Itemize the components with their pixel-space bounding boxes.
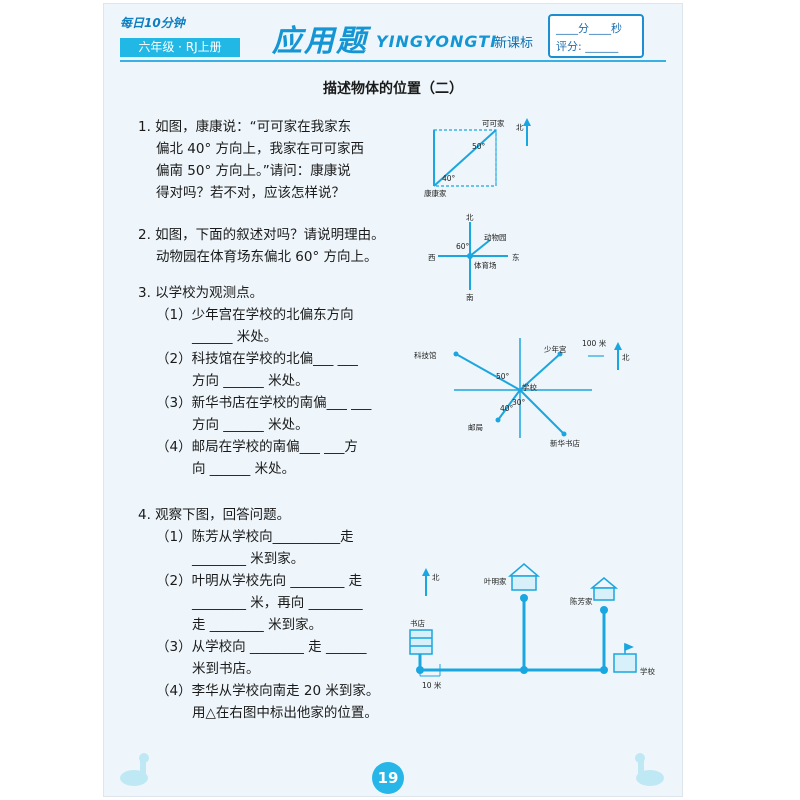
angle-label: 60° [456,242,470,251]
south-label: 南 [466,293,474,302]
q3-line: 3. 以学校为观测点。 [138,285,264,301]
north-label: 北 [432,573,440,582]
angle-30-label: 30° [512,398,526,407]
zoo-label: 动物园 [484,233,507,242]
q3-line: （4）邮局在学校的南偏___ ___方 [156,439,358,455]
bookstore-icon [409,629,433,655]
question-2: 2. 如图，下面的叙述对吗？请说明理由。 动物园在体育场东偏北 60° 方向上。 [138,224,385,268]
scale-label: 100 米 [582,339,607,348]
q1-line: 偏北 40° 方向上，我家在可可家西 [156,141,365,157]
page-number: 19 [372,762,404,794]
kangkangjia-label: 康康家 [424,189,447,198]
header-divider [120,60,666,62]
grade-label: 六年级 · RJ上册 [120,38,240,57]
book-title: 应用题 [272,24,368,59]
q4-line: ________ 米到家。 [192,551,305,567]
q2-diagram: 北 南 东 西 动物园 体育场 60° [426,212,526,302]
youth-palace-label: 少年宫 [544,345,567,354]
north-label: 北 [516,123,524,132]
angle-40-label: 40° [500,404,514,413]
q4-line: （4）李华从学校向南走 20 米到家。 [156,683,380,699]
angle-50-label: 50° [472,142,486,151]
q3-line: 方向 ______ 米处。 [192,417,309,433]
question-3: 3. 以学校为观测点。 （1）少年宫在学校的北偏东方向 ______ 米处。 （… [138,282,371,480]
west-label: 西 [428,253,436,262]
east-label: 东 [512,253,520,262]
q4-diagram: 北 叶明家 陈芳家 书店 学校 10 米 [398,554,658,694]
school-label: 学校 [522,383,537,392]
q1-diagram: 可可家 北 50° 40° 康康家 [422,116,542,200]
north-label: 北 [622,353,630,362]
q4-line: 4. 观察下图，回答问题。 [138,507,291,523]
dinosaur-right-icon [630,752,670,788]
book-title-pinyin: YINGYONGTI [376,32,498,51]
q2-line: 2. 如图，下面的叙述对吗？请说明理由。 [138,227,385,243]
scale-label: 10 米 [422,681,442,690]
q1-line: 偏南 50° 方向上。”请问：康康说 [156,163,351,179]
question-1: 1. 如图，康康说：“可可家在我家东 偏北 40° 方向上，我家在可可家西 偏南… [138,116,364,204]
angle-50-label: 50° [496,372,510,381]
q4-line: （3）从学校向 ________ 走 ______ [156,639,367,655]
q3-line: （2）科技馆在学校的北偏___ ___ [156,351,358,367]
q4-line: （2）叶明从学校先向 ________ 走 [156,573,363,589]
page-title: 描述物体的位置（二） [323,81,463,97]
q3-diagram: 科技馆 少年宫 学校 邮局 新华书店 100 米 北 50° 30° 40° [410,334,630,452]
house-chen-icon [589,577,619,601]
time-field: ____分____秒 [556,22,622,35]
q4-line: 米到书店。 [192,661,260,677]
q3-line: （1）少年宫在学校的北偏东方向 [156,307,354,323]
chen-home-label: 陈芳家 [570,597,593,606]
school-label: 学校 [640,667,655,676]
q3-line: （3）新华书店在学校的南偏___ ___ [156,395,372,411]
question-4: 4. 观察下图，回答问题。 （1）陈芳从学校向__________走 _____… [138,504,379,724]
ye-home-label: 叶明家 [484,577,507,586]
q4-line: 走 ________ 米到家。 [192,617,323,633]
q1-line: 得对吗？若不对，应该怎样说？ [156,185,345,201]
bookstore-label: 新华书店 [550,439,580,448]
score-box: ____分____秒 评分: ______ [548,14,644,58]
q3-line: ______ 米处。 [192,329,278,345]
dinosaur-left-icon [114,752,154,788]
q4-line: 用△在右图中标出他家的位置。 [192,705,378,721]
house-ye-icon [507,563,541,591]
q1-line: 1. 如图，康康说：“可可家在我家东 [138,119,352,135]
kekejia-label: 可可家 [482,119,505,128]
bookstore-label: 书店 [410,619,425,628]
q4-line: ________ 米，再向 ________ [192,595,363,611]
school-icon [613,642,637,673]
daily-ten-minutes-badge: 每日10分钟 [120,16,185,30]
score-field: 评分: ______ [556,40,619,53]
post-office-label: 邮局 [468,423,483,432]
angle-40-label: 40° [442,174,456,183]
q3-line: 向 ______ 米处。 [192,461,296,477]
q4-line: （1）陈芳从学校向__________走 [156,529,354,545]
q2-line: 动物园在体育场东偏北 60° 方向上。 [156,249,378,265]
stadium-label: 体育场 [474,261,497,270]
north-label: 北 [466,213,474,222]
q3-line: 方向 ______ 米处。 [192,373,309,389]
sci-museum-label: 科技馆 [414,351,437,360]
edition-label: 新课标 [494,36,534,51]
worksheet-page: 每日10分钟 六年级 · RJ上册 应用题 YINGYONGTI 新课标 ___… [104,4,682,796]
